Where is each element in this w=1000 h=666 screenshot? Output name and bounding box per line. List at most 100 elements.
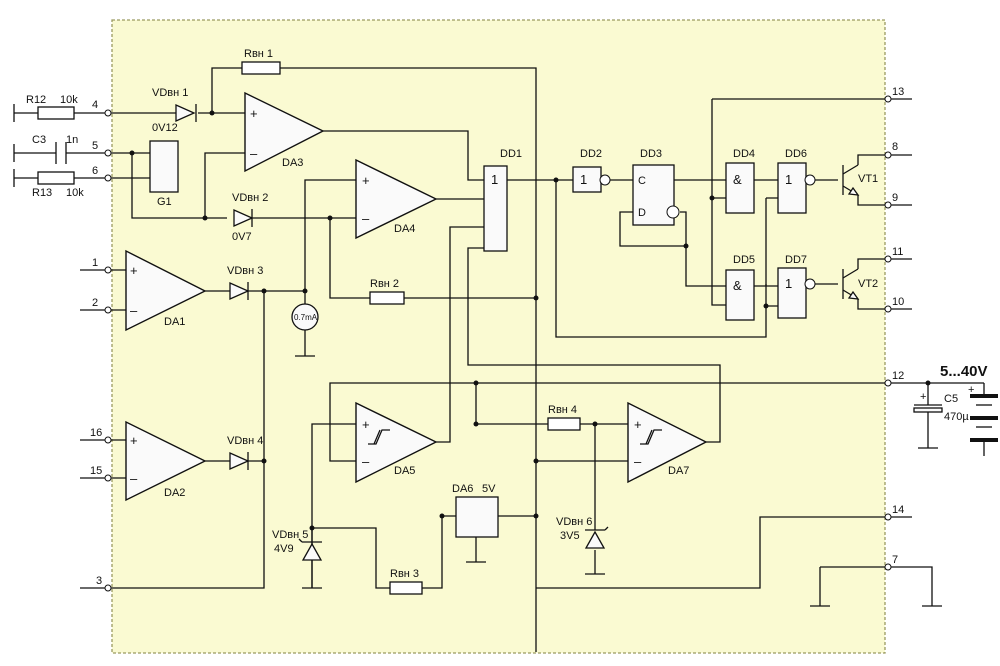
invert-bubble [804, 174, 816, 186]
logic-symbol: 1 [580, 172, 587, 187]
label-rvn1: Rвн 1 [244, 48, 273, 60]
resistor-rvn3 [389, 581, 423, 595]
pin-label: 12 [892, 370, 904, 382]
label-da5: DA5 [394, 465, 415, 477]
resistor-rvn2 [369, 291, 405, 305]
supply-voltage: 5...40V [940, 363, 988, 380]
label-dd3: DD3 [640, 148, 662, 160]
diode-vdvn3 [229, 281, 250, 301]
label-vt2: VT2 [858, 278, 878, 290]
hysteresis-icon [640, 429, 662, 445]
plus-sign: + [634, 417, 642, 432]
pin-label: 15 [90, 465, 102, 477]
gate-dd6 [777, 162, 807, 214]
label-vdvn2: VDвн 2 [232, 192, 268, 204]
pin-label: 3 [96, 575, 102, 587]
label-c5-value: 470µ [944, 411, 969, 423]
gate-dd7 [777, 267, 807, 319]
comparator-da7 [627, 401, 708, 484]
plus-sign: + [362, 173, 370, 188]
opamp-da4 [355, 158, 438, 240]
label-vdvn5: VDвн 5 [272, 529, 308, 541]
pin-label: 6 [92, 165, 98, 177]
diode-vdvn1 [175, 103, 197, 123]
invert-bubble [599, 174, 611, 186]
label-c3: C3 [32, 134, 46, 146]
logic-symbol: 1 [491, 172, 498, 187]
label-c5: C5 [944, 393, 958, 405]
opamp-da1 [125, 249, 207, 332]
pin-label: 9 [892, 192, 898, 204]
plus-sign: + [968, 384, 974, 396]
flipflop-clock-input: C [638, 175, 646, 187]
label-c3-value: 1n [66, 134, 78, 146]
logic-dd2 [572, 166, 602, 193]
label-dd5: DD5 [733, 254, 755, 266]
opamp-da2 [125, 420, 207, 502]
zener-vdvn6 [584, 526, 609, 549]
label-da3: DA3 [282, 157, 303, 169]
label-dd4: DD4 [733, 148, 755, 160]
plus-sign: + [130, 263, 138, 278]
label-da1: DA1 [164, 316, 185, 328]
label-g1: G1 [157, 196, 172, 208]
regulator-da6 [455, 496, 499, 538]
label-r12: R12 [26, 94, 46, 106]
label-rvn2: Rвн 2 [370, 278, 399, 290]
flipflop-data-input: D [638, 207, 646, 219]
minus-sign: – [130, 471, 138, 486]
label-dd2: DD2 [580, 148, 602, 160]
logic-symbol: & [733, 172, 742, 187]
resistor-r12 [37, 106, 75, 120]
wires [14, 67, 985, 652]
minus-sign: – [250, 146, 258, 161]
label-vt1: VT1 [858, 173, 878, 185]
plus-sign: + [250, 106, 258, 121]
invert-bubble [804, 278, 816, 290]
hysteresis-icon [368, 429, 390, 445]
capacitor-c3 [55, 142, 67, 164]
label-dd1: DD1 [500, 148, 522, 160]
chip-body [111, 19, 886, 654]
pin-label: 16 [90, 427, 102, 439]
plus-sign: + [920, 391, 926, 403]
gate-dd4 [725, 162, 755, 214]
label-vdvn5-voltage: 4V9 [274, 543, 294, 555]
label-r13: R13 [32, 187, 52, 199]
transistor-vt2 [842, 268, 860, 300]
minus-sign: – [634, 454, 642, 469]
label-da6: DA6 [452, 483, 473, 495]
capacitor-c5 [913, 404, 943, 413]
pin-pads [104, 95, 892, 592]
logic-symbol: 1 [785, 276, 792, 291]
label-da4: DA4 [394, 223, 415, 235]
pin-label: 7 [892, 554, 898, 566]
logic-symbol: & [733, 278, 742, 293]
pin-label: 10 [892, 296, 904, 308]
label-current-source: 0.7mA [294, 313, 318, 322]
battery [970, 394, 998, 442]
zener-vdvn5 [298, 528, 323, 588]
pin-label: 13 [892, 86, 904, 98]
pin-label: 4 [92, 99, 98, 111]
resistor-rvn1 [241, 61, 281, 75]
label-r13-value: 10k [66, 187, 84, 199]
pin-label: 14 [892, 504, 904, 516]
plus-sign: + [362, 417, 370, 432]
label-vdvn1-voltage: 0V12 [152, 122, 178, 134]
label-vdvn2-voltage: 0V7 [232, 231, 252, 243]
label-dd6: DD6 [785, 148, 807, 160]
minus-sign: – [130, 303, 138, 318]
label-da2: DA2 [164, 487, 185, 499]
generator-g1 [149, 140, 179, 193]
resistor-r13 [37, 171, 75, 185]
gate-dd5 [725, 269, 755, 321]
label-vdvn1: VDвн 1 [152, 87, 188, 99]
label-vdvn3: VDвн 3 [227, 265, 263, 277]
flipflop-dd3 [632, 164, 675, 226]
logic-dd1 [483, 165, 508, 252]
diode-vdvn4 [229, 451, 250, 471]
transistor-vt1 [842, 164, 860, 196]
pin-label: 8 [892, 141, 898, 153]
label-vdvn6-voltage: 3V5 [560, 530, 580, 542]
